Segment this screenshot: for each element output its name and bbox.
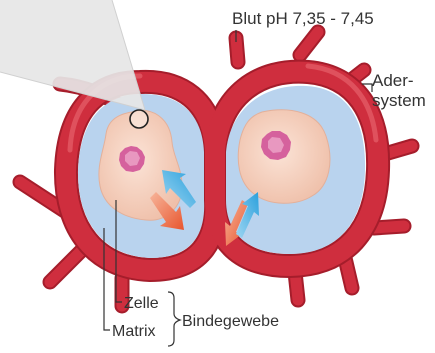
vessel-label-line2: system — [372, 91, 426, 110]
blood-ph-label: Blut pH 7,35 - 7,45 — [232, 9, 374, 28]
cell-right — [238, 110, 330, 203]
matrix-label: Matrix — [112, 323, 156, 340]
magnifier-circle — [130, 110, 148, 128]
cell-label: Zelle — [124, 295, 159, 312]
vessel-label-line1: Ader- — [372, 71, 414, 90]
connective-tissue-label: Bindegewebe — [182, 313, 279, 330]
